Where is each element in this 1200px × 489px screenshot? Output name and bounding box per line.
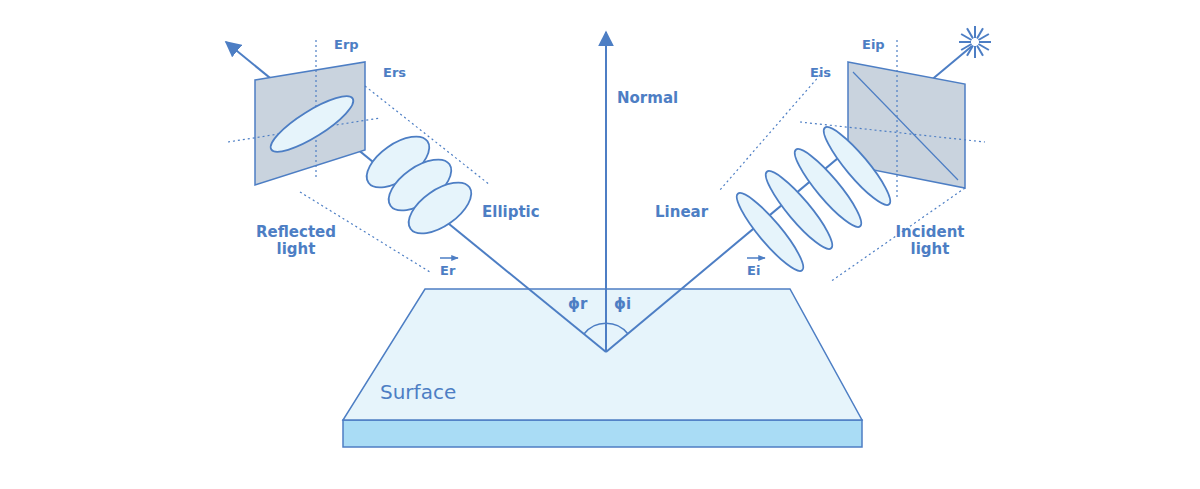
light-source-ray <box>977 45 983 55</box>
field-vector: Er <box>440 264 455 278</box>
beam-label: Incident light <box>880 224 980 257</box>
polarization-label: Elliptic <box>482 204 540 221</box>
field-vector: Ei <box>747 264 760 278</box>
angle-label: ϕr <box>568 296 587 313</box>
beam-label: Reflected light <box>241 224 351 257</box>
field-component: Eip <box>862 38 885 52</box>
surface-slab: Surface <box>380 380 456 404</box>
angle-label: ϕi <box>614 296 631 313</box>
light-source-ray <box>974 46 976 58</box>
surface-label: Surface <box>380 380 456 404</box>
light-source-ray <box>978 34 988 40</box>
light-source-ray <box>961 44 971 50</box>
field-component: Erp <box>334 38 359 52</box>
light-source-ray <box>959 41 971 43</box>
light-source-ray <box>974 26 976 38</box>
axis-label: Normal <box>617 90 678 107</box>
light-source-ray <box>967 28 973 38</box>
field-component: Eis <box>810 66 831 80</box>
light-source-ray <box>979 41 991 43</box>
field-component: Ers <box>383 66 406 80</box>
polarization-label: Linear <box>655 204 708 221</box>
